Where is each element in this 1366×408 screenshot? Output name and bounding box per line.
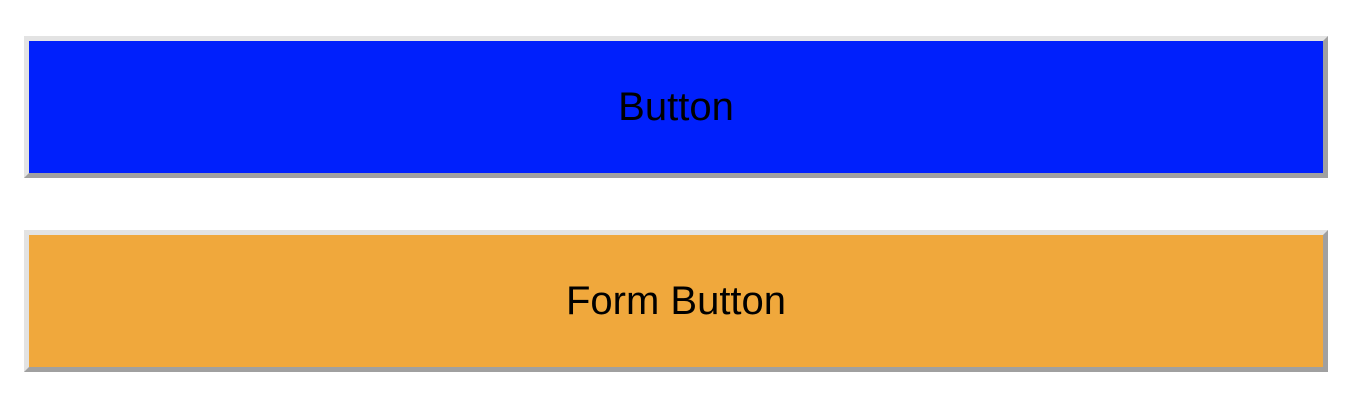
form-button[interactable]: Form Button [24,230,1328,372]
primary-button[interactable]: Button [24,36,1328,178]
primary-button-label: Button [618,84,734,129]
form-button-label: Form Button [565,278,787,323]
